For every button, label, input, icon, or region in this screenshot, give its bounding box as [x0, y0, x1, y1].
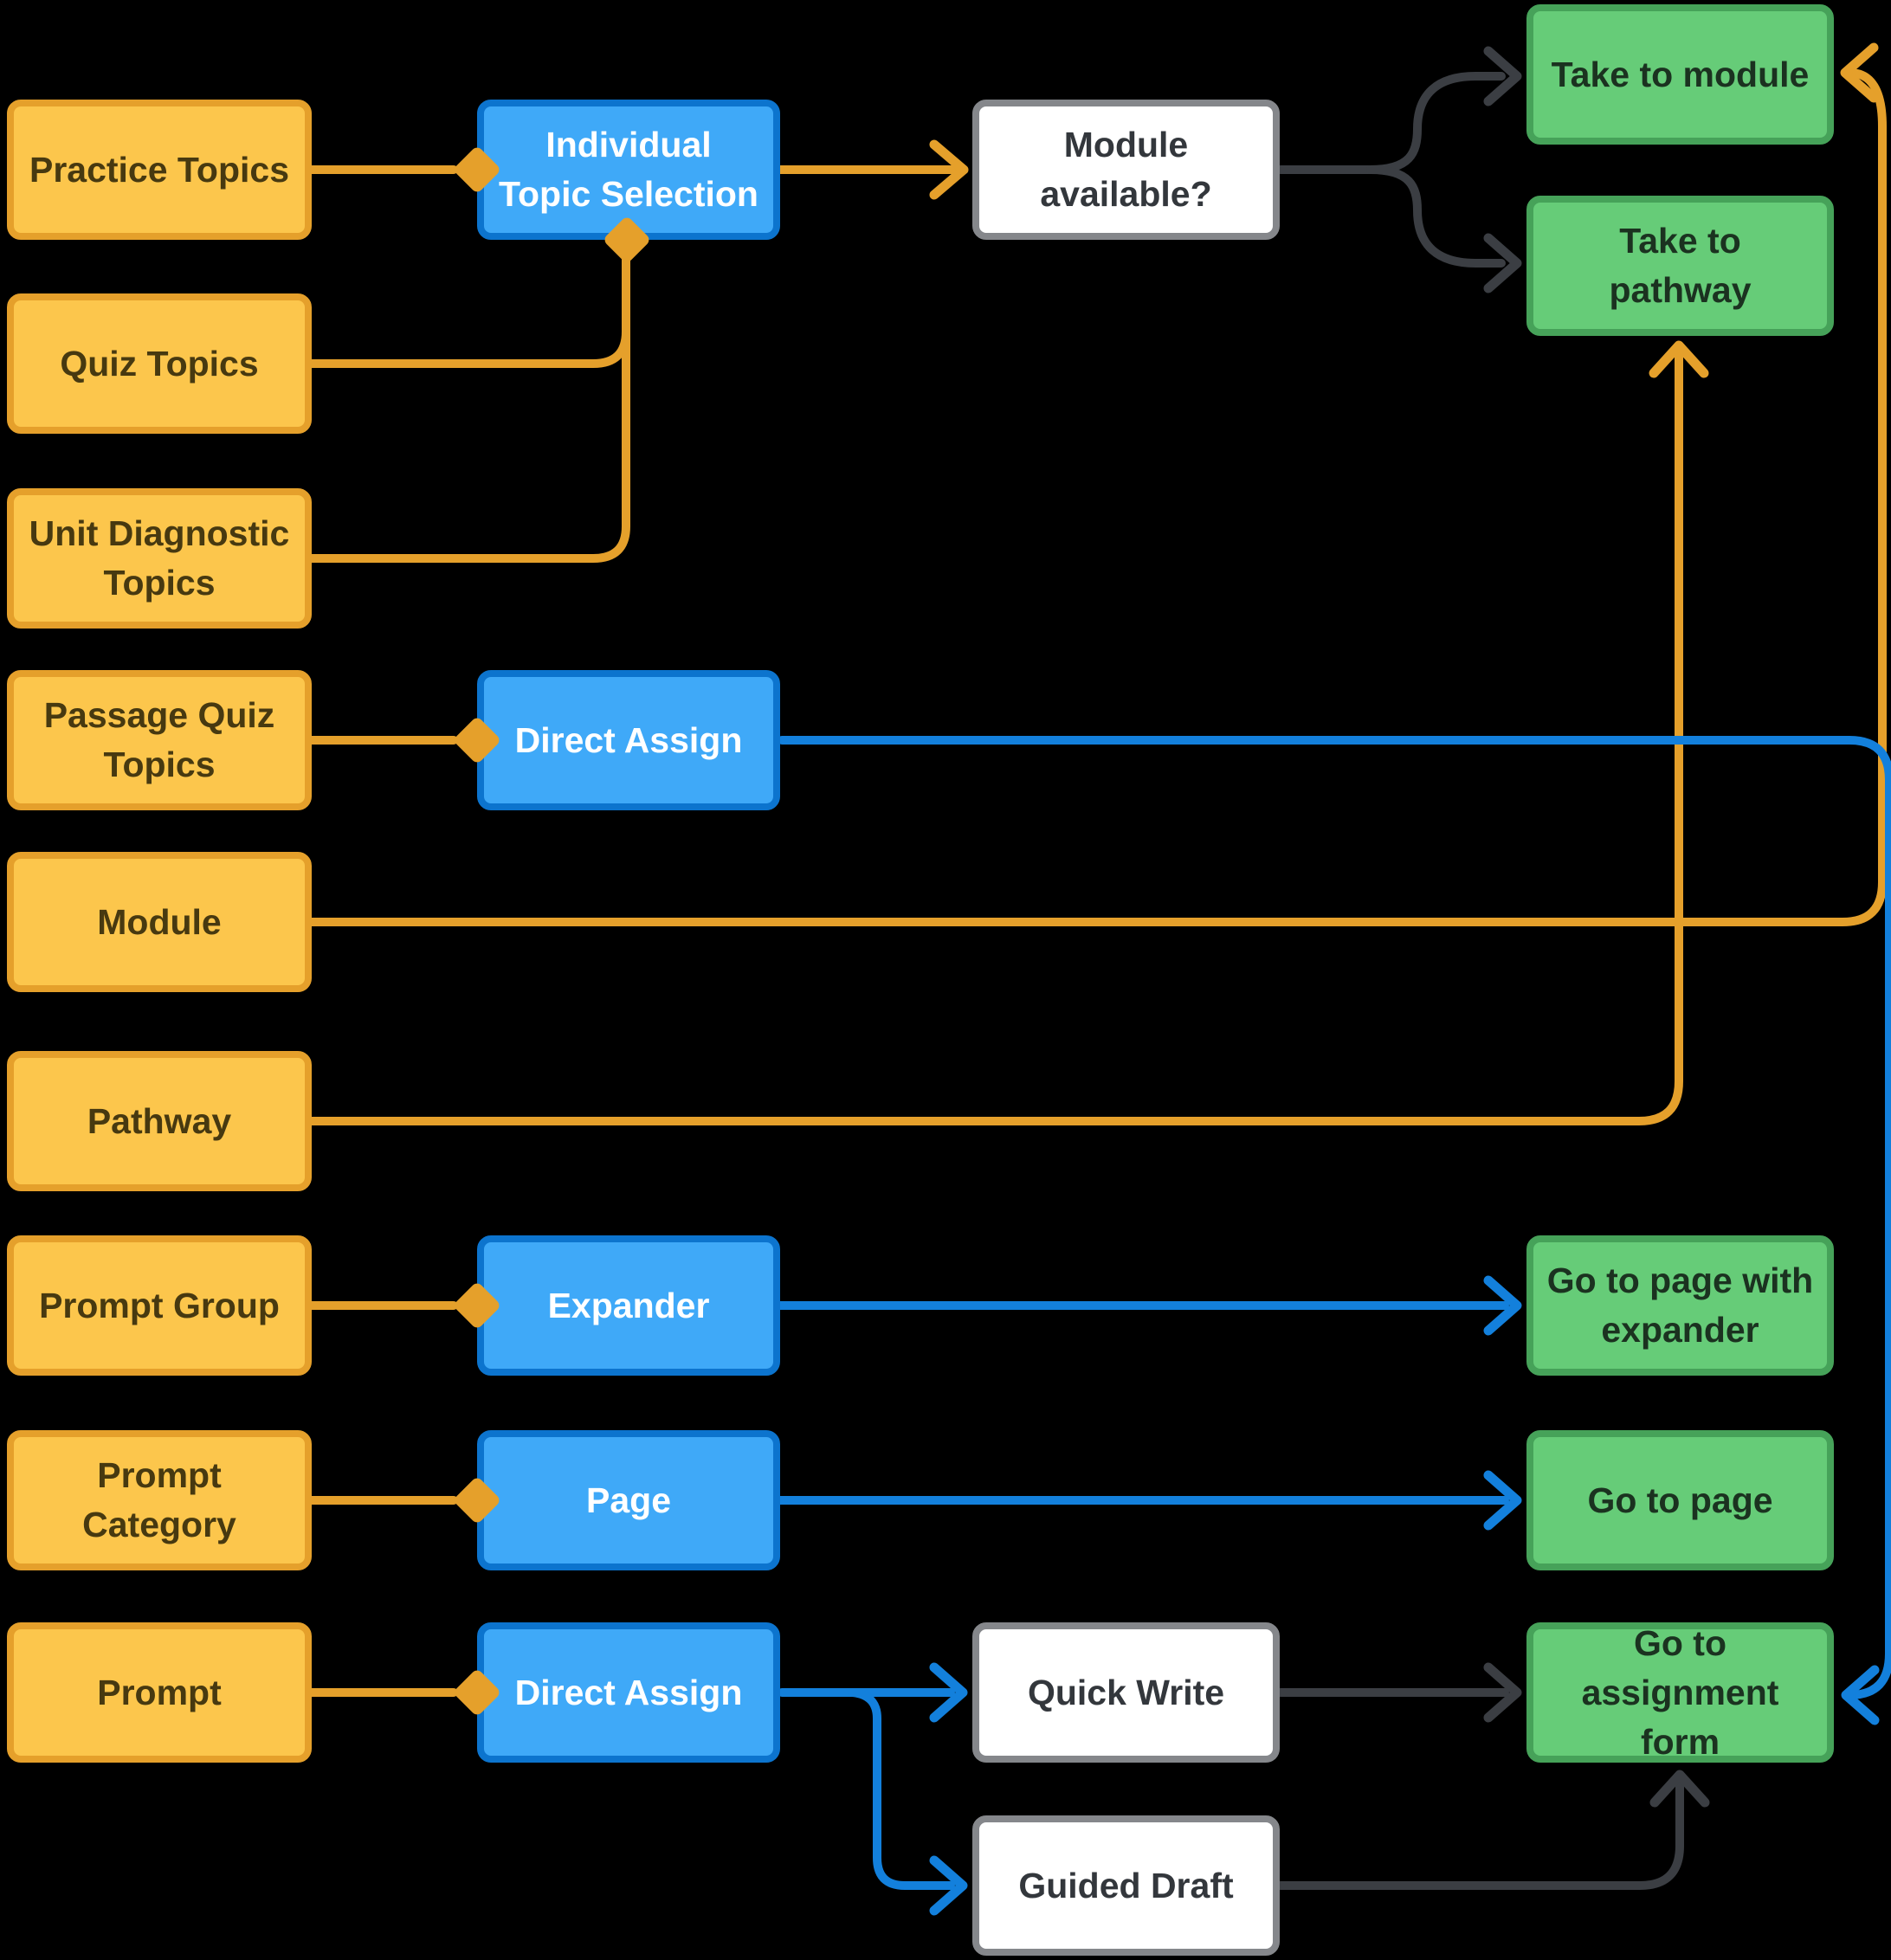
node-label: Direct Assign	[514, 1672, 743, 1712]
node-quick-write: Quick Write	[972, 1622, 1280, 1763]
node-label: Go to assignment form	[1581, 1622, 1779, 1762]
node-module-available: Module available?	[972, 100, 1280, 240]
node-label: Quiz Topics	[60, 343, 259, 384]
edge-guideddraft-to-assignment-form	[1275, 1770, 1710, 1890]
node-prompt-category: Prompt Category	[7, 1430, 312, 1570]
node-prompt: Prompt	[7, 1622, 312, 1763]
node-label: Pathway	[87, 1100, 232, 1141]
edge-pathway-to-take-to-pathway	[306, 340, 1709, 1125]
node-label: Guided Draft	[1018, 1865, 1234, 1905]
node-label: Quick Write	[1027, 1672, 1225, 1712]
node-unit-diagnostic-topics: Unit Diagnostic Topics	[7, 488, 312, 629]
edge-quickwrite-to-assignment-form	[1275, 1662, 1522, 1723]
node-label: Go to page with expander	[1546, 1260, 1814, 1350]
node-quiz-topics: Quiz Topics	[7, 293, 312, 434]
node-label: Module available?	[1040, 125, 1212, 214]
node-label: Page	[586, 1480, 671, 1520]
edge-quiz-to-its	[306, 327, 630, 368]
node-label: Take to pathway	[1609, 221, 1752, 310]
node-label: Expander	[547, 1285, 710, 1325]
node-passage-quiz-topics: Passage Quiz Topics	[7, 670, 312, 810]
node-label: Unit Diagnostic Topics	[29, 513, 290, 603]
node-label: Module	[97, 901, 222, 942]
node-label: Prompt	[97, 1672, 222, 1712]
edge-its-to-module-available	[776, 139, 969, 200]
node-direct-assign-prompt: Direct Assign	[477, 1622, 780, 1763]
edge-module-to-take-to-module	[306, 42, 1887, 926]
node-label: Individual Topic Selection	[499, 125, 758, 214]
node-go-to-assignment-form: Go to assignment form	[1526, 1622, 1834, 1763]
node-label: Go to page	[1587, 1480, 1773, 1520]
node-individual-topic-selection: Individual Topic Selection	[477, 100, 780, 240]
node-prompt-group: Prompt Group	[7, 1235, 312, 1376]
node-take-to-pathway: Take to pathway	[1526, 196, 1834, 336]
node-label: Prompt Category	[82, 1455, 236, 1544]
node-label: Direct Assign	[514, 719, 743, 760]
node-expander: Expander	[477, 1235, 780, 1376]
node-label: Prompt Group	[39, 1285, 280, 1325]
edge-decision-to-take-to-pathway	[1366, 165, 1522, 293]
edge-decision-to-take-to-module	[1275, 46, 1522, 174]
node-go-to-page-with-expander: Go to page with expander	[1526, 1235, 1834, 1376]
node-module: Module	[7, 852, 312, 992]
node-page: Page	[477, 1430, 780, 1570]
edge-unitdiag-to-its	[306, 255, 630, 563]
node-go-to-page: Go to page	[1526, 1430, 1834, 1570]
node-label: Passage Quiz Topics	[43, 695, 275, 784]
edge-directassign-to-guideddraft	[849, 1688, 968, 1916]
node-practice-topics: Practice Topics	[7, 100, 312, 240]
node-pathway: Pathway	[7, 1051, 312, 1191]
edge-page-to-go-to-page	[776, 1470, 1522, 1531]
node-label: Practice Topics	[29, 149, 290, 190]
edge-directassign-to-assignment-form	[778, 736, 1891, 1725]
edge-expander-to-page-with-expander	[776, 1275, 1522, 1336]
node-label: Take to module	[1551, 54, 1810, 94]
node-guided-draft: Guided Draft	[972, 1815, 1280, 1956]
node-take-to-module: Take to module	[1526, 4, 1834, 145]
node-direct-assign-passage: Direct Assign	[477, 670, 780, 810]
